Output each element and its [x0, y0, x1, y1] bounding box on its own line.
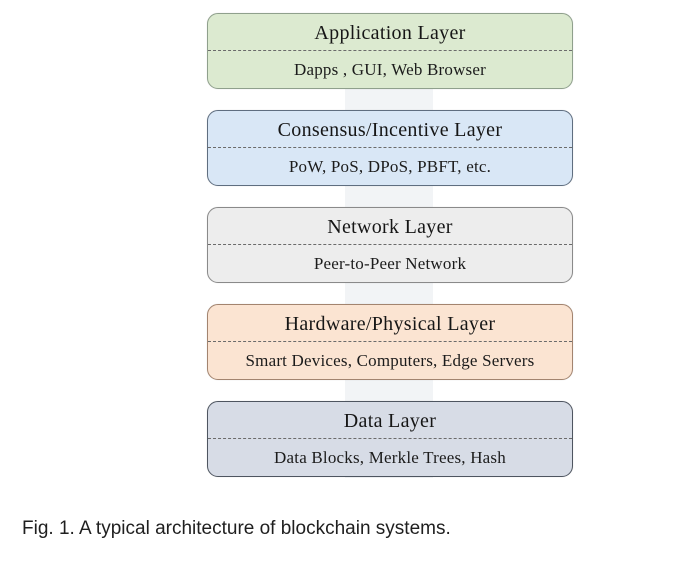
- layer-subtitle: PoW, PoS, DPoS, PBFT, etc.: [288, 156, 492, 176]
- layer-title: Consensus/Incentive Layer: [208, 111, 572, 148]
- layer-box-network: Network Layer Peer-to-Peer Network: [207, 207, 573, 283]
- figure-caption: Fig. 1. A typical architecture of blockc…: [22, 518, 451, 539]
- layer-box-hardware-physical: Hardware/Physical Layer Smart Devices, C…: [207, 304, 573, 380]
- layer-subtitle: Peer-to-Peer Network: [313, 253, 467, 273]
- layer-title: Hardware/Physical Layer: [208, 305, 572, 342]
- layer-box-application: Application Layer Dapps , GUI, Web Brows…: [207, 13, 573, 89]
- layer-subtitle: Smart Devices, Computers, Edge Servers: [245, 350, 535, 370]
- layer-title: Application Layer: [208, 14, 572, 51]
- layer-stack: Application Layer Dapps , GUI, Web Brows…: [207, 13, 573, 498]
- layer-title: Data Layer: [208, 402, 572, 439]
- layer-title: Network Layer: [208, 208, 572, 245]
- layer-subtitle: Data Blocks, Merkle Trees, Hash: [274, 447, 506, 467]
- layer-box-consensus-incentive: Consensus/Incentive Layer PoW, PoS, DPoS…: [207, 110, 573, 186]
- layer-subtitle: Dapps , GUI, Web Browser: [294, 59, 486, 79]
- layer-box-data: Data Layer Data Blocks, Merkle Trees, Ha…: [207, 401, 573, 477]
